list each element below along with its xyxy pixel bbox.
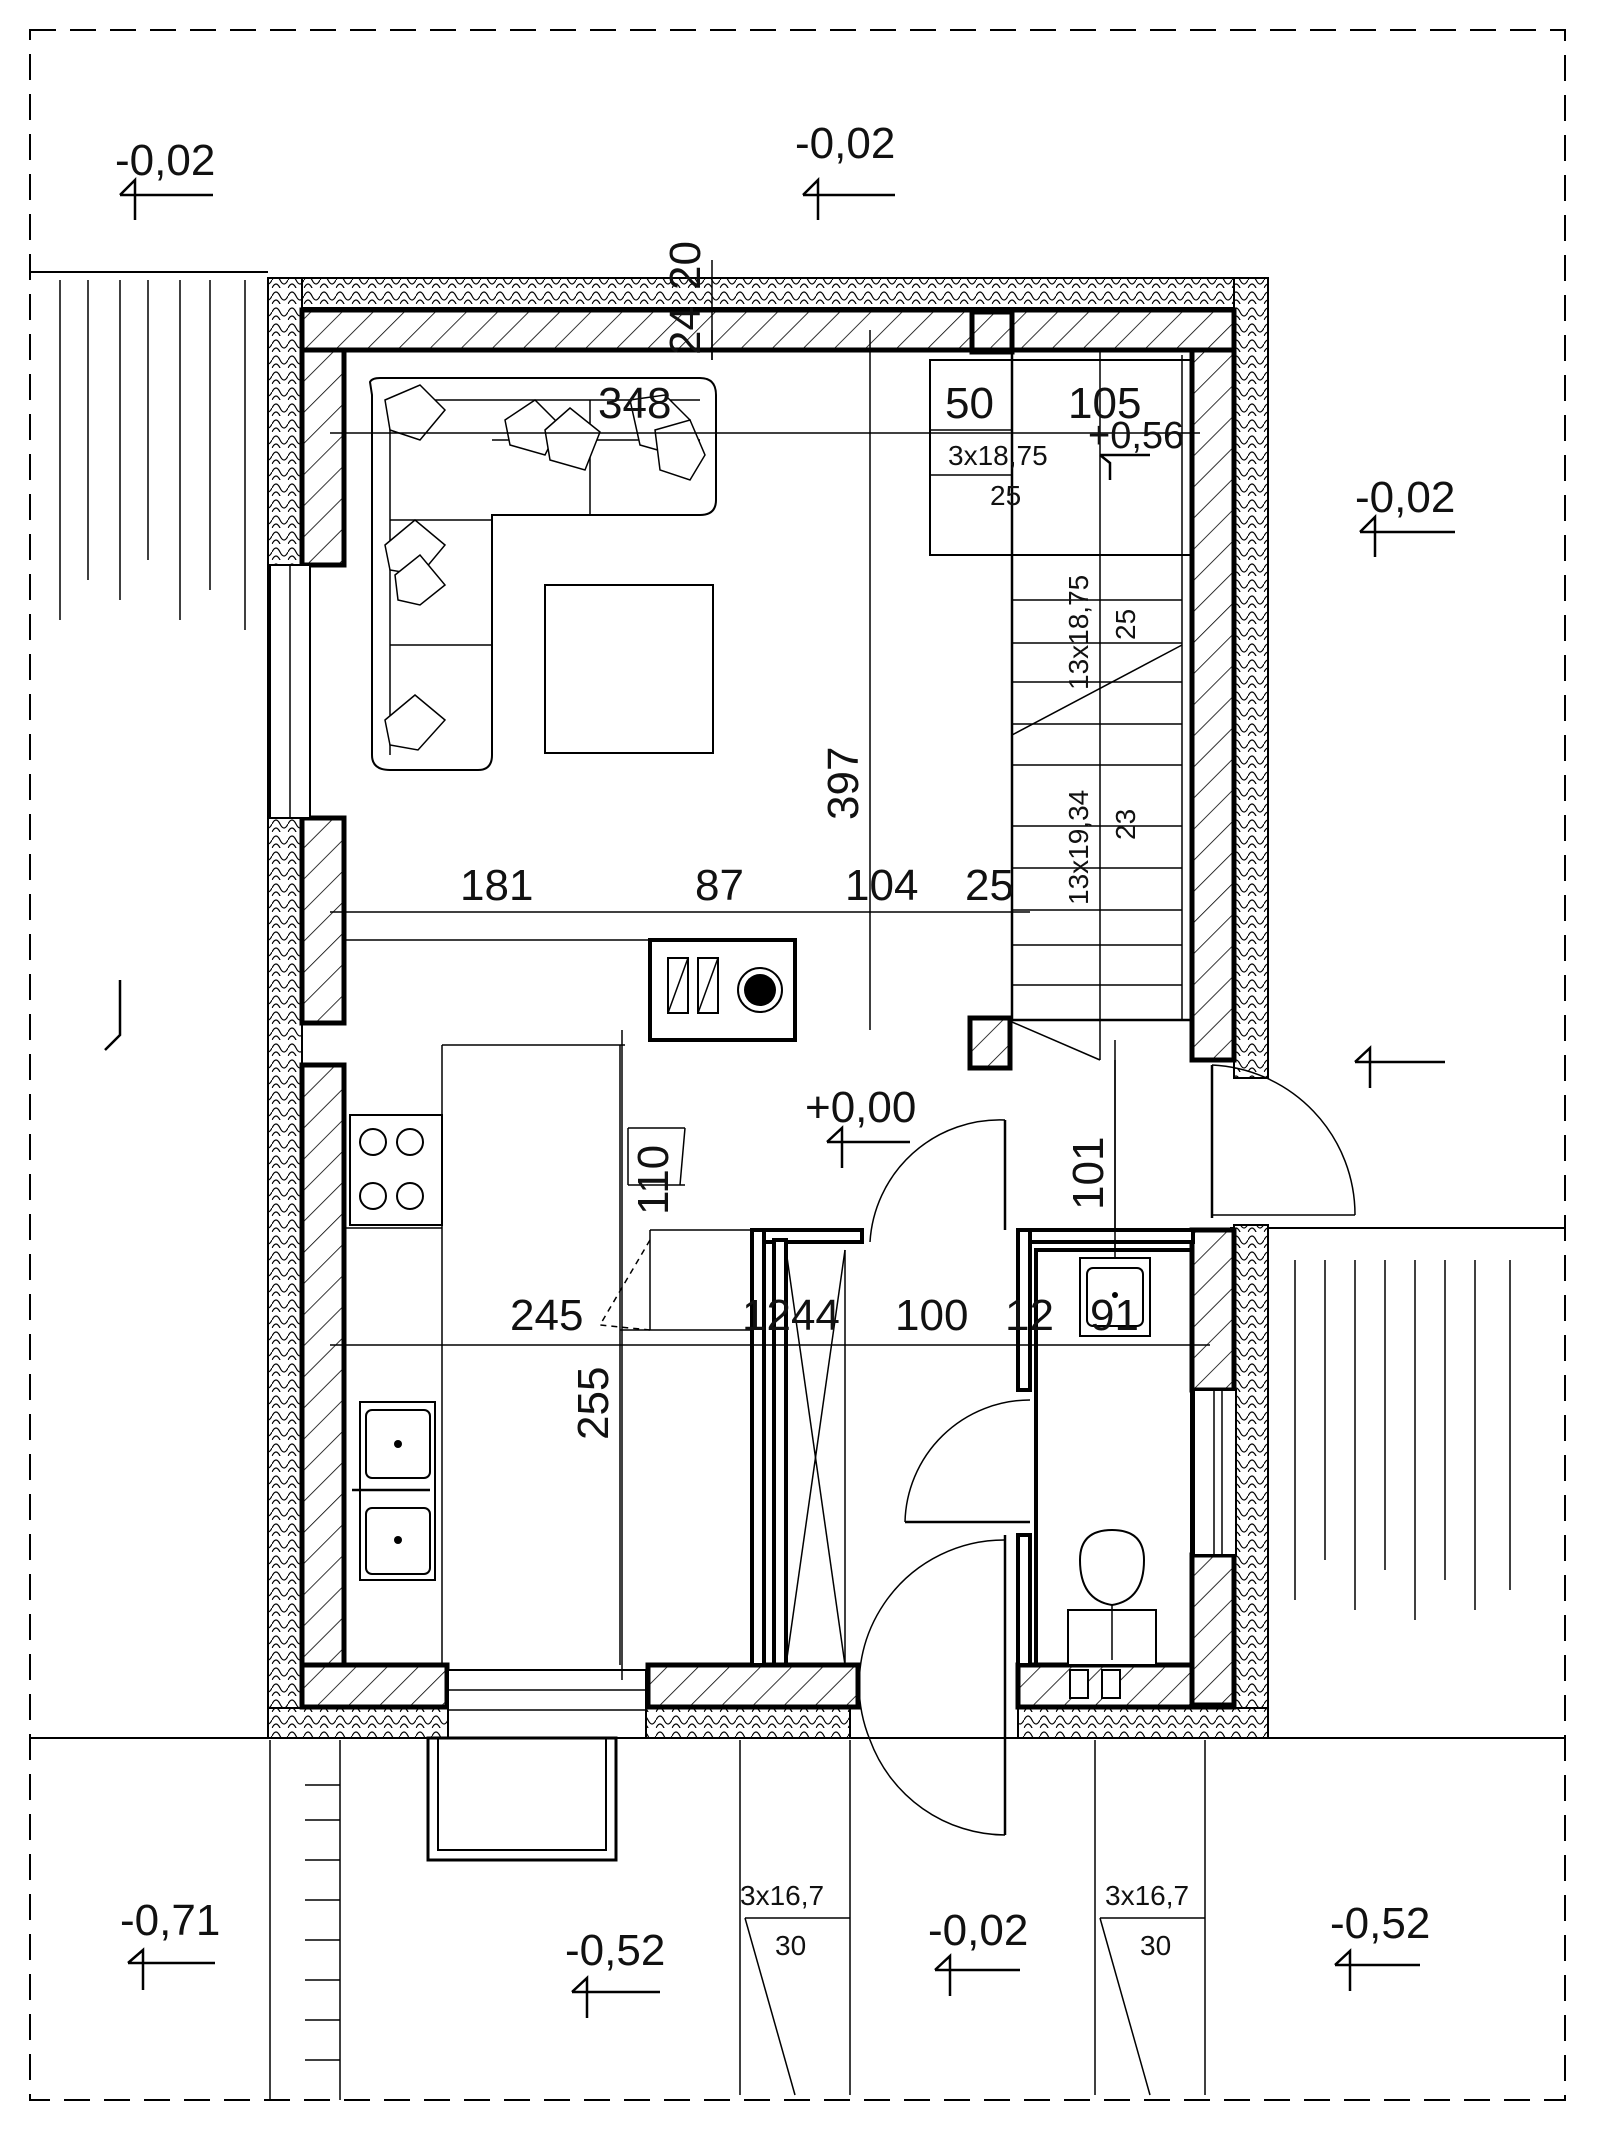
door-entrance [858,1535,1007,1836]
dim-seg-87: 87 [695,861,744,910]
dimension-lines [330,260,1210,1680]
partition-walls [750,1228,1195,1668]
ext-stair-left-count: 3x16,7 [740,1880,824,1911]
bathroom-toilet [1067,1528,1157,1699]
exterior-stairs-left [739,1740,851,2096]
dim-kitchen-110: 110 [629,1145,678,1215]
exterior-stairs-right [1094,1740,1206,2096]
door-storage [869,1119,1007,1243]
window-left [269,564,311,819]
dim-seg-25: 25 [965,861,1014,910]
dim-seg-181: 181 [460,861,533,910]
level-stair-landing: +0,56 [1088,415,1184,457]
ext-stair-left-tread: 30 [775,1930,806,1961]
stair-lower-tread: 23 [1110,809,1141,840]
fireplace [648,938,797,1042]
terrace-hatching-right [1294,1260,1511,1620]
wall-insulation [267,277,1269,1739]
dim-wall-20: 20 [661,241,710,290]
interior-stair-treads [1011,350,1183,1260]
window-right [1193,1389,1237,1556]
dim-seg-12-44: 1244 [742,1291,840,1340]
kitchen-sink [352,1401,436,1581]
level-bottom-center: -0,02 [928,1906,1028,1955]
dim-stair-50: 50 [945,379,994,428]
level-markers [104,176,1455,2018]
level-labels: -0,02 -0,02 -0,02 +0,56 +0,00 -0,71 -0,5… [115,119,1455,1975]
exterior-ramp-left [269,1740,341,2100]
dim-seg-245: 245 [510,1291,583,1340]
dim-seg-12: 12 [1005,1291,1054,1340]
stair-upper-tread: 25 [1110,609,1141,640]
stair-top-tread: 25 [990,480,1021,511]
level-right-upper: -0,02 [1355,473,1455,522]
level-bottom-left: -0,52 [565,1926,665,1975]
stair-top-count: 3x18,75 [948,440,1048,471]
dim-seg-91: 91 [1090,1291,1139,1340]
level-bottom-right: -0,52 [1330,1899,1430,1948]
stair-landing [929,359,1193,556]
dimension-labels: 24 20 348 50 105 397 181 87 104 25 101 1… [460,241,1141,1440]
ext-stair-right-tread: 30 [1140,1930,1171,1961]
level-floor: +0,00 [805,1083,916,1132]
terrace-hatching-left [59,280,246,630]
bathroom-washbasin [1079,1257,1151,1337]
stair-lower-count: 13x19,34 [1063,790,1094,905]
stair-labels: 3x18,75 25 13x18,75 25 13x19,34 23 3x16,… [740,440,1189,1961]
cooktop [349,1114,443,1226]
stair-upper-count: 13x18,75 [1063,575,1094,690]
kitchen-counter [344,939,752,1665]
level-bottom-far-left: -0,71 [120,1896,220,1945]
dim-seg-100: 100 [895,1291,968,1340]
dim-living-width: 348 [598,379,671,428]
corner-sofa [368,377,717,771]
dim-room-depth: 397 [819,747,868,820]
dim-stair-105: 105 [1068,379,1141,428]
window-bottom [426,1669,647,1862]
ext-stair-right-count: 3x16,7 [1105,1880,1189,1911]
door-bathroom [904,1399,1031,1524]
dim-seg-104: 104 [845,861,918,910]
dim-hall-101: 101 [1064,1137,1113,1210]
level-top-center: -0,02 [795,119,895,168]
door-terrace [1210,1064,1356,1218]
coffee-table [544,584,714,754]
dim-kitchen-255: 255 [569,1367,618,1440]
dim-wall-24: 24 [661,306,710,355]
level-top-left: -0,02 [115,136,215,185]
